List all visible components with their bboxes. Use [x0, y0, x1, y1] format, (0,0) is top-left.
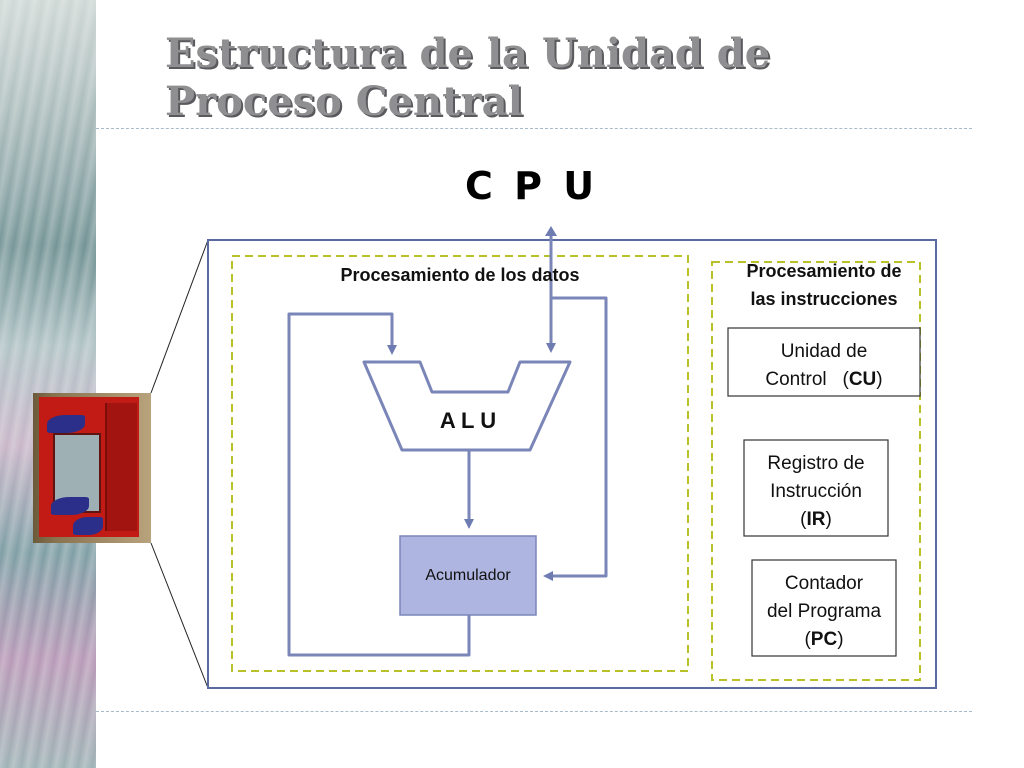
- instruction-register-prefix: (: [800, 509, 807, 530]
- data-section-title: Procesamiento de los datos: [340, 265, 580, 285]
- flame-decal: [73, 517, 103, 535]
- program-counter-prefix: (: [804, 629, 811, 650]
- title-line-2: Proceso Central: [165, 78, 523, 125]
- computer-case-photo: [33, 393, 151, 543]
- alu-shape: [362, 360, 572, 452]
- instruction-register-line-2: Instrucción: [770, 481, 862, 502]
- title-line-1: Estructura de la Unidad de: [165, 30, 771, 77]
- instruction-processing-box: [711, 261, 921, 681]
- program-counter-line-1: Contador: [784, 573, 864, 594]
- control-unit-line-2: Control (CU): [728, 366, 920, 394]
- program-counter-box: [751, 559, 897, 657]
- data-processing-box: [231, 255, 689, 672]
- flame-decal: [47, 415, 85, 433]
- cpu-label: C P U: [465, 164, 599, 208]
- bus-arrow-up-head: [545, 226, 557, 236]
- slide-title: Estructura de la Unidad de Proceso Centr…: [165, 30, 985, 126]
- program-counter-text: Contador del Programa (PC): [752, 570, 896, 654]
- alu-label: A L U: [439, 408, 497, 433]
- control-unit-abbr: CU: [848, 369, 877, 390]
- instruction-register-line-1: Registro de: [767, 453, 865, 474]
- instruction-register-abbr: IR: [806, 509, 826, 530]
- control-unit-prefix: Control (: [765, 369, 849, 390]
- control-unit-box: [727, 327, 921, 397]
- instruction-section-title-line-2: las instrucciones: [750, 289, 898, 309]
- decorative-side-strip: [0, 0, 96, 768]
- instruction-section-title-line-1: Procesamiento de: [746, 261, 902, 281]
- instruction-section-title: Procesamiento de las instrucciones: [720, 257, 928, 313]
- cpu-frame: [207, 239, 937, 689]
- program-counter-suffix: ): [837, 629, 844, 650]
- instruction-register-suffix: ): [825, 509, 832, 530]
- accumulator-box: [399, 535, 537, 616]
- zoom-line-bottom: [150, 542, 209, 689]
- instruction-register-box: [743, 439, 889, 537]
- program-counter-line-2: del Programa: [766, 601, 882, 622]
- feedback-loop-arrow: [287, 312, 471, 657]
- footer-divider: [96, 711, 972, 712]
- title-divider: [96, 128, 972, 129]
- bus-to-accumulator-arrow: [543, 296, 608, 581]
- case-front-panel: [105, 403, 137, 531]
- accumulator-label: Acumulador: [425, 567, 511, 584]
- instruction-register-line-3: (IR): [744, 506, 888, 534]
- flame-decal: [51, 497, 89, 515]
- zoom-line-top: [150, 239, 209, 394]
- control-unit-line-1: Unidad de: [780, 341, 868, 362]
- control-unit-suffix: ): [876, 369, 883, 390]
- instruction-register-text: Registro de Instrucción (IR): [744, 450, 888, 534]
- program-counter-line-3: (PC): [752, 626, 896, 654]
- control-unit-text: Unidad de Control (CU): [728, 338, 920, 394]
- program-counter-abbr: PC: [810, 629, 838, 650]
